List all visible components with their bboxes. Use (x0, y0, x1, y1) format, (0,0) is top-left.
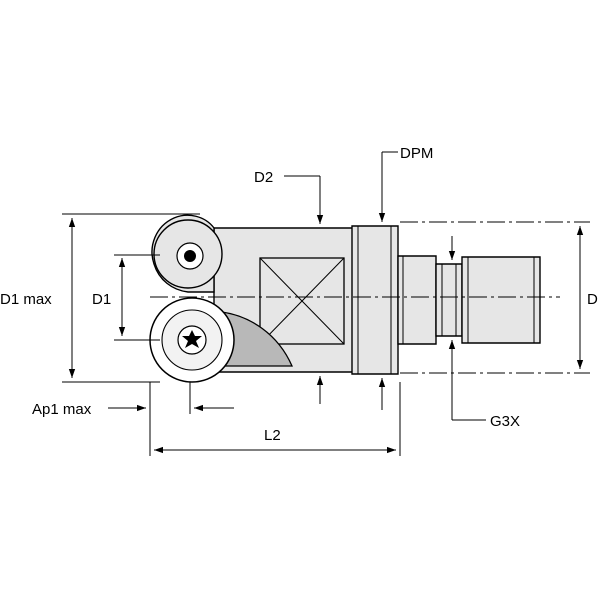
label-ap1max: Ap1 max (32, 401, 92, 418)
dim-ap1max (108, 382, 234, 456)
thread (461, 256, 541, 344)
tool-body (149, 214, 541, 383)
dim-d1max (62, 213, 200, 383)
dim-dpm (378, 151, 398, 410)
label-l2: L2 (264, 427, 281, 444)
chip-pocket (213, 311, 293, 367)
upper-screw-torx-icon (184, 250, 196, 262)
label-dpm: DPM (400, 145, 433, 162)
label-d1: D1 (92, 291, 111, 308)
label-d2: D2 (254, 169, 273, 186)
label-d: D (587, 291, 598, 308)
dim-g3x (448, 236, 486, 421)
dim-d2 (284, 175, 324, 404)
neck (397, 255, 437, 345)
dim-d (400, 221, 590, 374)
label-d1max: D1 max (0, 291, 52, 308)
label-g3x: G3X (490, 413, 520, 430)
dim-d1 (114, 254, 160, 341)
collar (351, 225, 399, 375)
dim-l2 (154, 382, 401, 456)
groove (435, 263, 463, 337)
lower-screw-torx-icon (182, 330, 202, 348)
